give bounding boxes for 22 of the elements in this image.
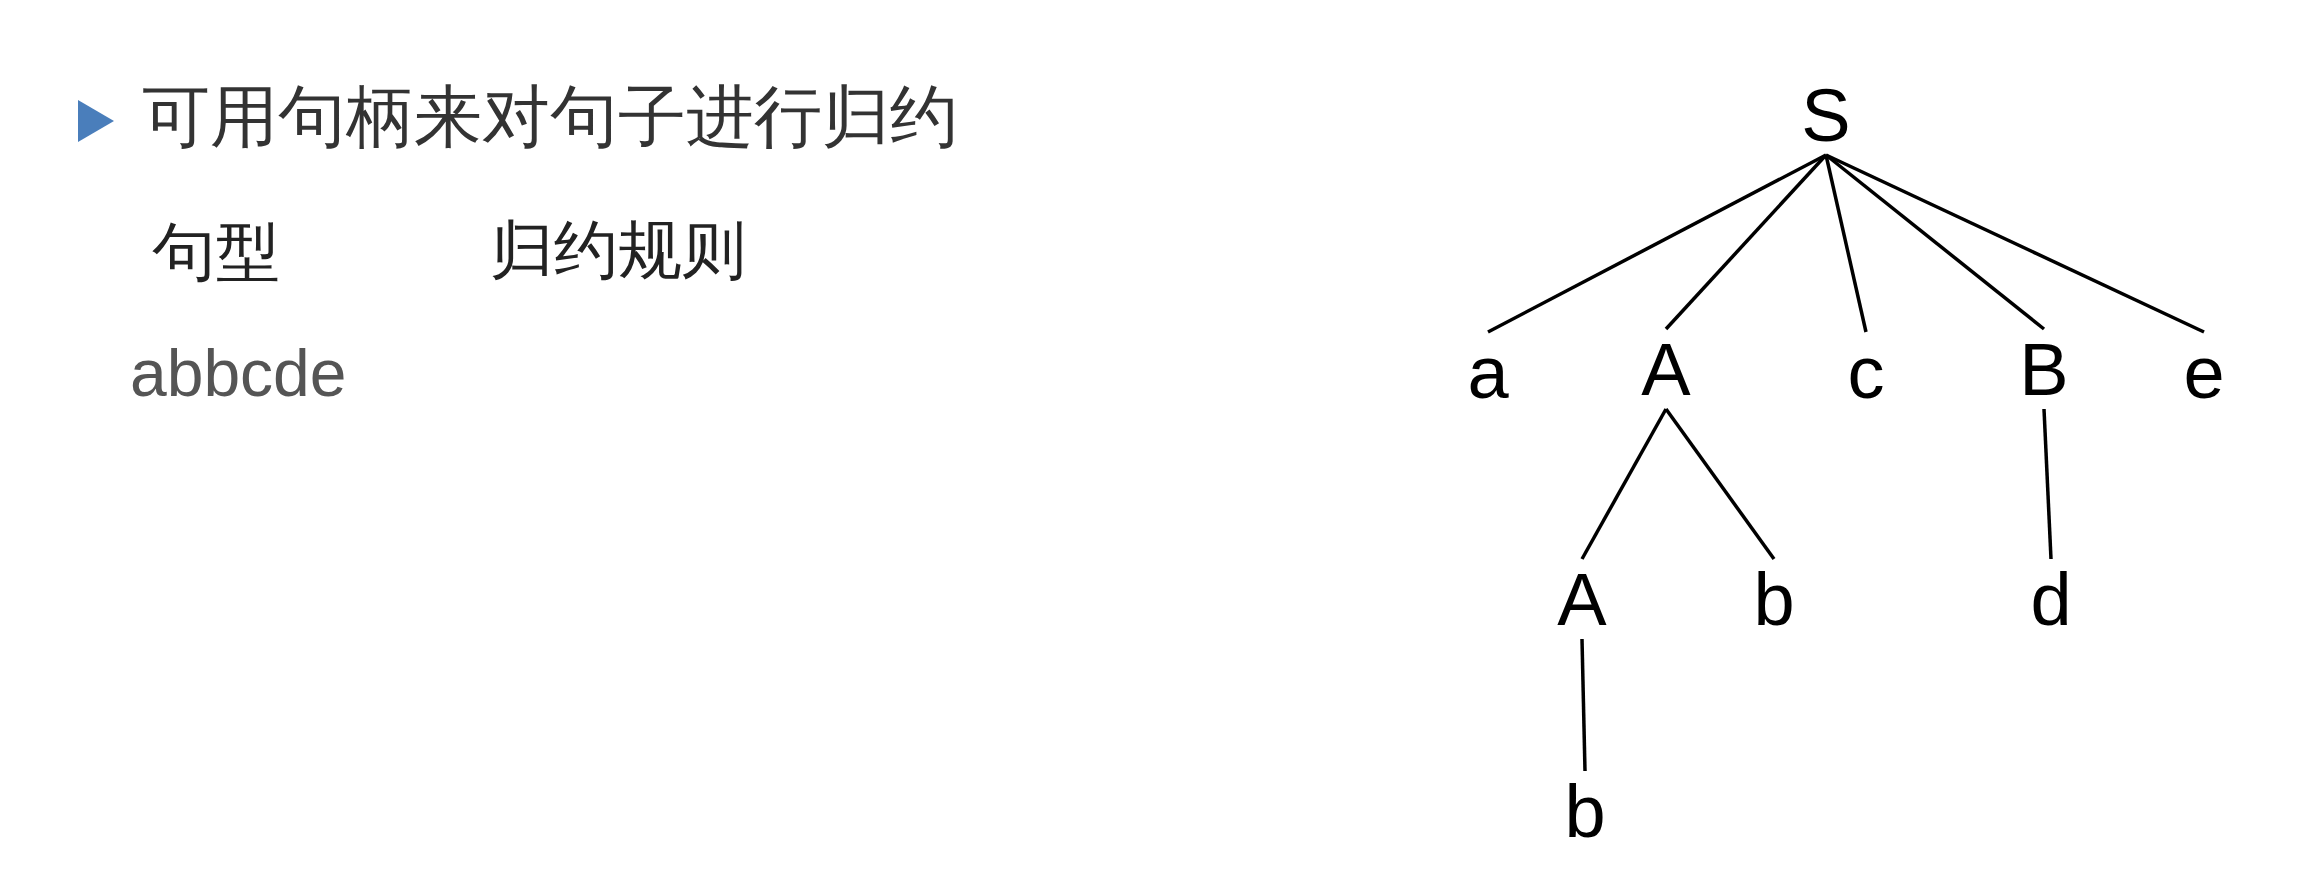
tree-symbol: e	[2169, 336, 2239, 410]
tree-symbol: A	[1547, 563, 1617, 637]
tree-branch-line	[1664, 407, 1776, 561]
tree-branch-line	[1664, 153, 1828, 331]
tree-branch-line	[1825, 153, 2205, 334]
bullet-text: 可用句柄来对句子进行归约	[142, 82, 958, 150]
tree-branch-line	[1580, 408, 1668, 560]
tree-branch-line	[1487, 153, 1827, 334]
tree-symbol: c	[1831, 336, 1901, 410]
tree-branch-line	[1824, 154, 1868, 333]
column-heading: 归约规则	[490, 218, 746, 282]
tree-symbol: d	[2016, 563, 2086, 637]
tree-branch-line	[1580, 638, 1587, 772]
sentence-form-text: abbcde	[130, 340, 347, 406]
tree-branch-line	[2042, 408, 2053, 560]
tree-symbol: S	[1791, 79, 1861, 153]
tree-symbol: a	[1453, 336, 1523, 410]
tree-symbol: B	[2009, 333, 2079, 407]
tree-symbol: b	[1739, 563, 1809, 637]
column-heading: 句型	[152, 220, 280, 284]
tree-symbol: A	[1631, 333, 1701, 407]
tree-symbol: b	[1550, 775, 1620, 849]
